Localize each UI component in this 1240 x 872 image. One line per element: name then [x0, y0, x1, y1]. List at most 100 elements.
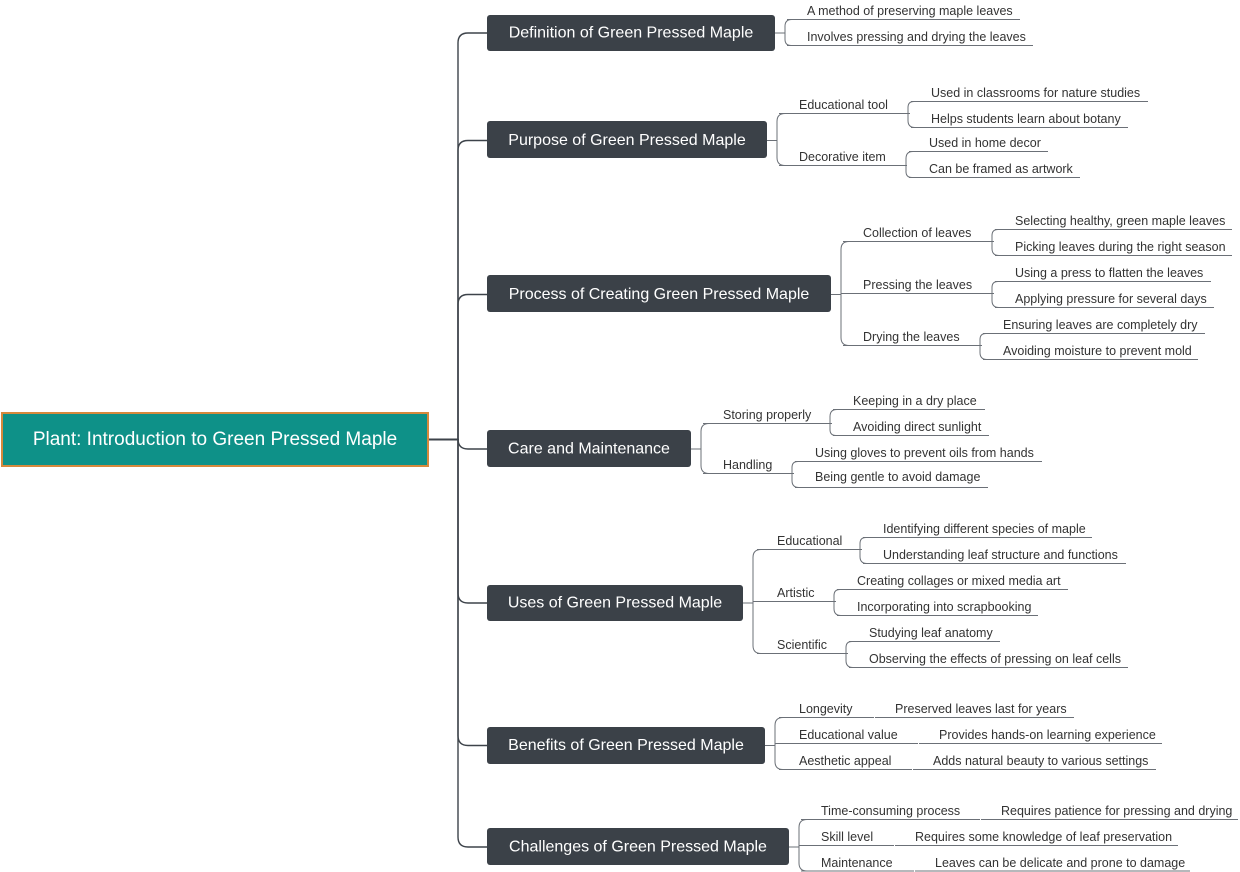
leaf-node[interactable]: Studying leaf anatomy [849, 626, 1000, 642]
subtopic-node[interactable]: A method of preserving maple leaves [787, 4, 1020, 20]
connector-line [896, 165, 913, 178]
topic-label: Uses of Green Pressed Maple [508, 595, 722, 612]
leaf-node[interactable]: Leaves can be delicate and prone to dama… [915, 856, 1190, 872]
connector-line [782, 473, 800, 488]
subtopic-label: Educational tool [799, 98, 888, 112]
leaf-label: Requires patience for pressing and dryin… [1001, 804, 1232, 818]
leaf-node[interactable]: Requires some knowledge of leaf preserva… [895, 830, 1178, 846]
subtopic-label: Longevity [799, 702, 853, 716]
subtopic-node[interactable]: Pressing the leaves [843, 278, 994, 294]
leaf-node[interactable]: Incorporating into scrapbooking [837, 600, 1038, 616]
subtopic-node[interactable]: Educational tool [779, 98, 910, 114]
topic-node-care[interactable]: Care and Maintenance [487, 430, 691, 467]
leaf-node[interactable]: Used in classrooms for nature studies [911, 86, 1148, 102]
topic-node-benefits[interactable]: Benefits of Green Pressed Maple [487, 727, 765, 764]
leaf-node[interactable]: Ensuring leaves are completely dry [983, 318, 1205, 334]
leaf-node[interactable]: Avoiding direct sunlight [833, 420, 989, 436]
leaf-label: Can be framed as artwork [929, 162, 1074, 176]
leaf-label: Adds natural beauty to various settings [933, 754, 1148, 768]
subtopic-node[interactable]: Artistic [757, 586, 836, 602]
leaf-node[interactable]: Can be framed as artwork [909, 162, 1080, 178]
leaf-node[interactable]: Selecting healthy, green maple leaves [995, 214, 1232, 230]
topic-node-purpose[interactable]: Purpose of Green Pressed Maple [487, 121, 767, 158]
subtopic-label: Maintenance [821, 856, 893, 870]
leaf-node[interactable]: Observing the effects of pressing on lea… [849, 652, 1128, 668]
leaf-node[interactable]: Keeping in a dry place [833, 394, 985, 410]
connector-line [896, 151, 914, 166]
leaf-label: Selecting healthy, green maple leaves [1015, 214, 1225, 228]
subtopic-node[interactable]: Longevity [779, 702, 874, 718]
root-node[interactable]: Plant: Introduction to Green Pressed Map… [1, 412, 429, 467]
connector-line [789, 819, 808, 848]
subtopic-node[interactable]: Educational [757, 534, 862, 550]
connector-line [836, 641, 853, 654]
subtopic-node[interactable]: Handling [703, 458, 794, 474]
topic-node-process[interactable]: Process of Creating Green Pressed Maple [487, 275, 831, 312]
subtopic-node[interactable]: Aesthetic appeal [779, 754, 912, 770]
leaf-label: Avoiding moisture to prevent mold [1003, 344, 1192, 358]
leaf-node[interactable]: Provides hands-on learning experience [919, 728, 1162, 744]
leaf-node[interactable]: Being gentle to avoid damage [795, 470, 988, 488]
connector-line [782, 461, 799, 474]
topic-box [487, 430, 691, 467]
subtopic-node[interactable]: Collection of leaves [843, 226, 994, 242]
topic-node-definition[interactable]: Definition of Green Pressed Maple [487, 15, 775, 51]
leaf-node[interactable]: Preserved leaves last for years [875, 702, 1074, 718]
subtopic-node[interactable]: Educational value [779, 728, 918, 744]
subtopic-node[interactable]: Time-consuming process [801, 804, 980, 820]
subtopic-node[interactable]: Skill level [801, 830, 894, 846]
leaf-node[interactable]: Requires patience for pressing and dryin… [981, 804, 1238, 820]
subtopic-node[interactable]: Involves pressing and drying the leaves [787, 30, 1033, 46]
leaf-node[interactable]: Avoiding moisture to prevent mold [983, 344, 1198, 360]
leaf-node[interactable]: Using a press to flatten the leaves [995, 266, 1211, 282]
connector-line [691, 448, 710, 474]
leaf-node[interactable]: Used in home decor [909, 136, 1048, 152]
subtopic-node[interactable]: Storing properly [703, 408, 832, 424]
leaf-label: Leaves can be delicate and prone to dama… [935, 856, 1185, 870]
leaf-label: Observing the effects of pressing on lea… [869, 652, 1121, 666]
topic-node-uses[interactable]: Uses of Green Pressed Maple [487, 585, 743, 621]
subtopic-node[interactable]: Decorative item [779, 150, 907, 166]
leaf-node[interactable]: Using gloves to prevent oils from hands [795, 446, 1042, 462]
leaf-node[interactable]: Understanding leaf structure and functio… [863, 548, 1126, 564]
connector-line [824, 589, 841, 602]
leaf-node[interactable]: Identifying different species of maple [863, 522, 1092, 538]
subtopic-node[interactable]: Drying the leaves [843, 330, 982, 346]
connector-line [743, 602, 762, 654]
leaf-node[interactable]: Applying pressure for several days [995, 292, 1214, 308]
subtopic-node[interactable]: Maintenance [801, 856, 914, 872]
connector-line [428, 32, 487, 441]
topic-node-challenges[interactable]: Challenges of Green Pressed Maple [487, 828, 789, 865]
connector-line [831, 293, 843, 295]
connector-line [789, 845, 801, 848]
leaf-node[interactable]: Picking leaves during the right season [995, 240, 1232, 256]
connector-line [850, 537, 867, 550]
leaf-node[interactable]: Adds natural beauty to various settings [913, 754, 1156, 770]
connector-line [428, 293, 487, 441]
connector-line [775, 19, 792, 34]
connector-line [982, 281, 999, 294]
topic-box [487, 828, 789, 865]
subtopic-label: Artistic [777, 586, 815, 600]
connector-line [898, 101, 915, 114]
connector-line [820, 423, 837, 436]
leaf-label: Used in classrooms for nature studies [931, 86, 1140, 100]
leaf-node[interactable]: Creating collages or mixed media art [837, 574, 1068, 590]
subtopic-node[interactable]: Scientific [757, 638, 848, 654]
topic-label: Care and Maintenance [508, 441, 670, 458]
connector-line [767, 113, 786, 141]
subtopic-label: Decorative item [799, 150, 886, 164]
leaf-label: Helps students learn about botany [931, 112, 1121, 126]
connector-line [831, 241, 850, 295]
connector-line [765, 745, 784, 770]
connector-line [691, 423, 710, 450]
connector-line [850, 549, 868, 564]
connector-line [982, 293, 1000, 308]
leaf-label: Preserved leaves last for years [895, 702, 1067, 716]
leaf-node[interactable]: Helps students learn about botany [911, 112, 1128, 128]
leaf-label: Being gentle to avoid damage [815, 470, 980, 484]
leaf-label: Incorporating into scrapbooking [857, 600, 1031, 614]
leaf-label: Using a press to flatten the leaves [1015, 266, 1203, 280]
leaf-label: Identifying different species of maple [883, 522, 1086, 536]
